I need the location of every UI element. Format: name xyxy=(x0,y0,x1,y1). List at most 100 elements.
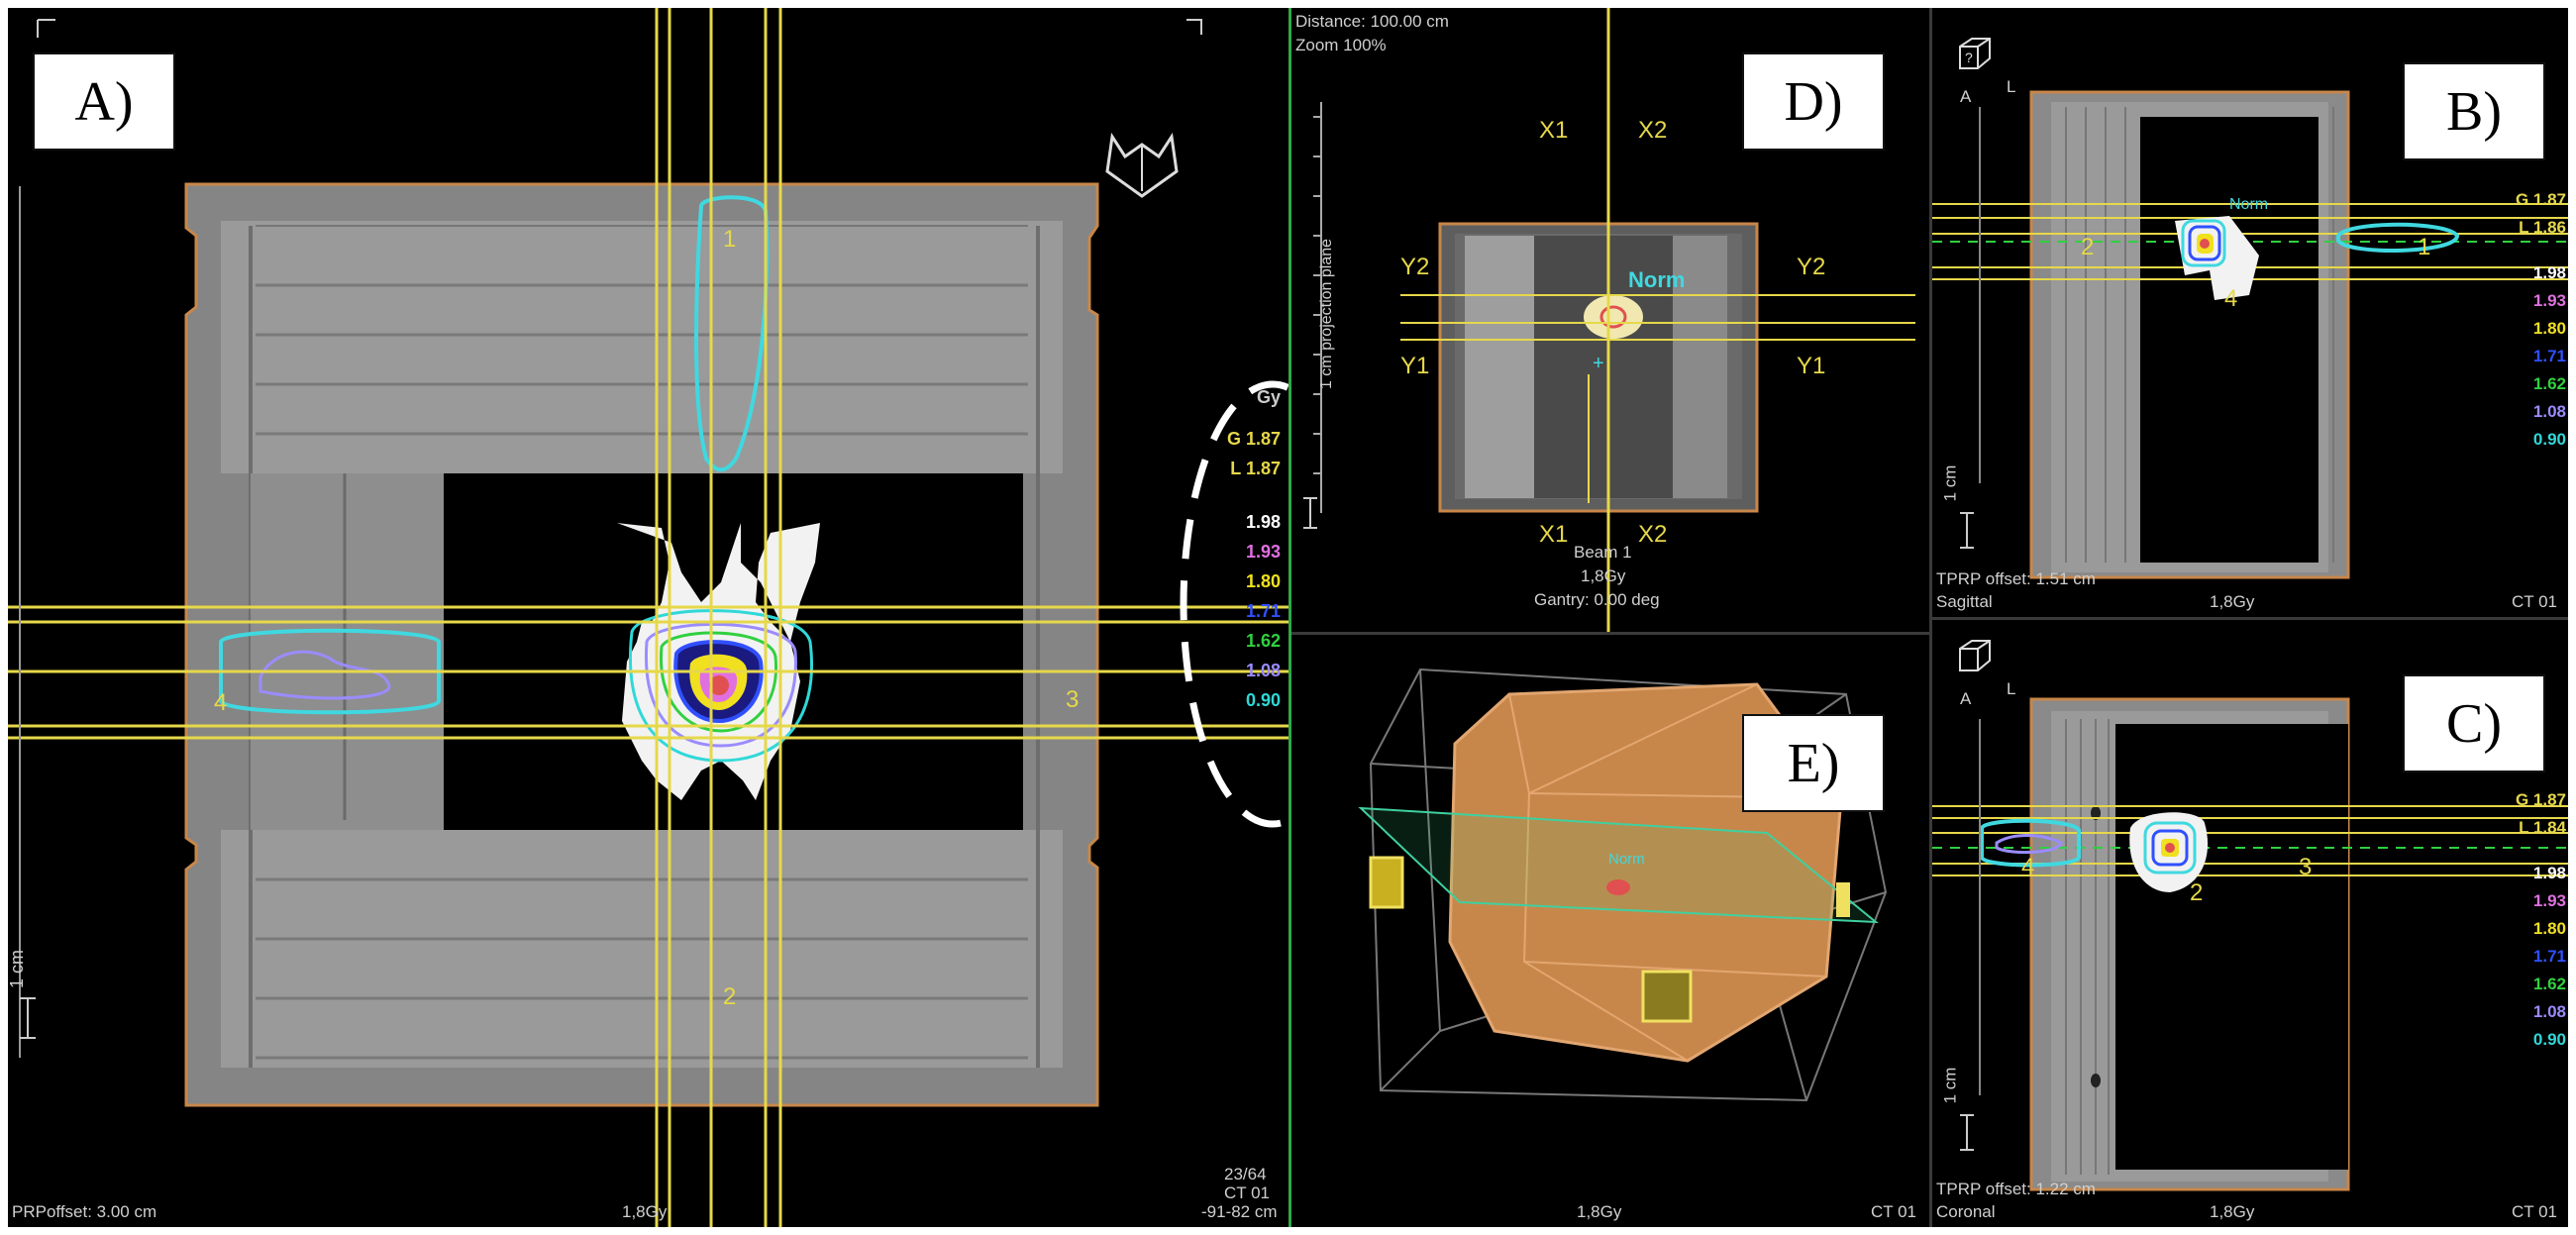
view-divider-green[interactable] xyxy=(1288,8,1291,1227)
cor-legend-193: 1.93 xyxy=(2532,891,2566,910)
sag-legend-108: 1.08 xyxy=(2532,402,2566,421)
coronal-dose-readout: 1,8Gy xyxy=(2210,1202,2255,1221)
head-orientation-icon[interactable] xyxy=(1097,117,1186,206)
coronal-orient-l: L xyxy=(2007,679,2016,698)
coronal-orientation-cube-icon[interactable] xyxy=(1952,635,1997,679)
offset-readout: PRPoffset: 3.00 cm xyxy=(12,1202,157,1221)
ct-readout: CT 01 xyxy=(1224,1184,1270,1202)
cor-legend-171: 1.71 xyxy=(2532,947,2566,966)
divider-b-c xyxy=(1932,617,2568,620)
jaw-x2-top: X2 xyxy=(1638,117,1668,144)
contour-label-1: 1 xyxy=(723,226,737,253)
sagittal-dose-readout: 1,8Gy xyxy=(2210,592,2255,611)
panel-coronal-view[interactable]: A L C) 4 3 2 G 1.87 L 1.84 1.98 1.93 1.8… xyxy=(1932,620,2568,1227)
sagittal-canvas xyxy=(1932,90,2568,579)
sagittal-offset-readout: TPRP offset: 1.51 cm xyxy=(1936,569,2096,588)
jaw-x1-bottom: X1 xyxy=(1539,521,1569,548)
3d-ct-readout: CT 01 xyxy=(1871,1202,1916,1221)
axial-view-canvas xyxy=(8,8,1288,1227)
panel-3d-view[interactable]: E) Norm 1,8Gy CT 01 xyxy=(1291,635,1929,1227)
dose-readout: 1,8Gy xyxy=(622,1202,668,1221)
legend-item-local-max: L 1.87 xyxy=(1230,459,1281,478)
gantry-readout: Gantry: 0.00 deg xyxy=(1534,590,1660,609)
panel-a-label: A) xyxy=(33,52,175,151)
3d-norm-label: Norm xyxy=(1608,851,1645,868)
contour-4 xyxy=(219,628,441,715)
zoom-readout: Zoom 100% xyxy=(1295,36,1387,54)
contour-label-2: 2 xyxy=(723,983,737,1010)
coronal-contour-4: 4 xyxy=(2021,854,2035,880)
cor-legend-g: G 1.87 xyxy=(2515,790,2566,809)
sagittal-contour-2: 2 xyxy=(2081,234,2095,260)
sag-legend-198: 1.98 xyxy=(2532,263,2566,282)
isodose-legend[interactable]: Gy G 1.87 L 1.87 1.98 1.93 1.80 1.71 1.6… xyxy=(1201,382,1281,715)
coronal-view-name: Coronal xyxy=(1936,1202,1996,1221)
sag-legend-l: L 1.86 xyxy=(2519,218,2566,237)
jaw-x2-bottom: X2 xyxy=(1638,521,1668,548)
orient-a-label: A xyxy=(1960,87,1972,106)
legend-item-162: 1.62 xyxy=(1245,631,1281,651)
legend-highlight-ellipse xyxy=(1180,380,1288,828)
contour-1 xyxy=(694,195,770,472)
legend-item-193: 1.93 xyxy=(1245,542,1281,562)
orientation-cube-icon[interactable]: ? xyxy=(1952,33,1997,77)
svg-text:+: + xyxy=(1593,353,1604,374)
beam-eye-canvas: + xyxy=(1303,8,1915,632)
3d-dose-readout: 1,8Gy xyxy=(1577,1202,1622,1221)
projection-plane-label: 1 cm projection plane xyxy=(1318,238,1336,390)
distance-readout: Distance: 100.00 cm xyxy=(1295,12,1449,31)
coronal-offset-readout: TPRP offset: 1.22 cm xyxy=(1936,1180,2096,1198)
beam-dose: 1,8Gy xyxy=(1581,566,1626,585)
contour-label-4: 4 xyxy=(214,689,228,716)
coronal-canvas xyxy=(1932,697,2568,1191)
sag-legend-090: 0.90 xyxy=(2532,430,2566,449)
panel-d-label: D) xyxy=(1742,52,1885,151)
coords-readout: -91-82 cm xyxy=(1201,1202,1278,1221)
cor-legend-l: L 1.84 xyxy=(2519,818,2566,837)
sag-legend-180: 1.80 xyxy=(2532,319,2566,338)
coronal-contour-3: 3 xyxy=(2299,854,2313,880)
coronal-scale-label: 1 cm xyxy=(1940,1067,1960,1104)
sag-legend-g: G 1.87 xyxy=(2515,190,2566,209)
legend-item-108: 1.08 xyxy=(1245,661,1281,680)
jaw-y2-right: Y2 xyxy=(1797,254,1826,280)
sagittal-view-name: Sagittal xyxy=(1936,592,1993,611)
legend-item-global-max: G 1.87 xyxy=(1226,429,1281,449)
jaw-x1-top: X1 xyxy=(1539,117,1569,144)
treatment-planning-screen: A) 1 2 3 4 1 cm PRPoffset: 3.00 cm 1,8Gy… xyxy=(8,8,2568,1227)
coronal-orient-a: A xyxy=(1960,689,1972,708)
cor-legend-198: 1.98 xyxy=(2532,864,2566,882)
orient-l-label: L xyxy=(2007,77,2016,96)
sagittal-norm-label: Norm xyxy=(2229,196,2269,213)
sagittal-legend[interactable]: G 1.87 L 1.86 1.98 1.93 1.80 1.71 1.62 1… xyxy=(2507,186,2566,454)
coronal-ct-readout: CT 01 xyxy=(2512,1202,2557,1221)
legend-item-198: 1.98 xyxy=(1245,512,1281,532)
panel-sagittal-view[interactable]: ? A L B) Norm 2 4 1 G 1.87 L 1.86 1.98 1… xyxy=(1932,8,2568,617)
cor-legend-090: 0.90 xyxy=(2532,1030,2566,1049)
jaw-y1-left: Y1 xyxy=(1400,353,1430,379)
divider-middle-right xyxy=(1929,8,1932,1227)
legend-unit: Gy xyxy=(1256,387,1281,407)
coronal-contour-2: 2 xyxy=(2190,879,2204,906)
beam-name: Beam 1 xyxy=(1574,543,1632,562)
cor-legend-180: 1.80 xyxy=(2532,919,2566,938)
sagittal-scale-label: 1 cm xyxy=(1940,464,1960,502)
slice-readout: 23/64 xyxy=(1224,1165,1267,1184)
panel-e-label: E) xyxy=(1742,714,1885,812)
coronal-legend[interactable]: G 1.87 L 1.84 1.98 1.93 1.80 1.71 1.62 1… xyxy=(2507,786,2566,1054)
sagittal-contour-1: 1 xyxy=(2418,234,2431,260)
norm-point-label: Norm xyxy=(1628,267,1686,292)
panel-axial-view[interactable]: A) 1 2 3 4 1 cm PRPoffset: 3.00 cm 1,8Gy… xyxy=(8,8,1288,1227)
panel-beam-eye-view[interactable]: + D) Distance: 100.00 cm Zoom 100% 1 cm … xyxy=(1291,8,1929,632)
panel-b-label: B) xyxy=(2403,62,2545,160)
legend-item-090: 0.90 xyxy=(1245,690,1281,710)
sagittal-contour-4: 4 xyxy=(2224,285,2238,312)
jaw-y2-left: Y2 xyxy=(1400,254,1430,280)
cor-legend-108: 1.08 xyxy=(2532,1002,2566,1021)
sagittal-ct-readout: CT 01 xyxy=(2512,592,2557,611)
scale-bar-label: 1 cm xyxy=(8,949,28,989)
jaw-y1-right: Y1 xyxy=(1797,353,1826,379)
svg-text:?: ? xyxy=(1965,50,1973,65)
panel-c-label: C) xyxy=(2403,674,2545,772)
divider-d-e xyxy=(1291,632,1929,635)
